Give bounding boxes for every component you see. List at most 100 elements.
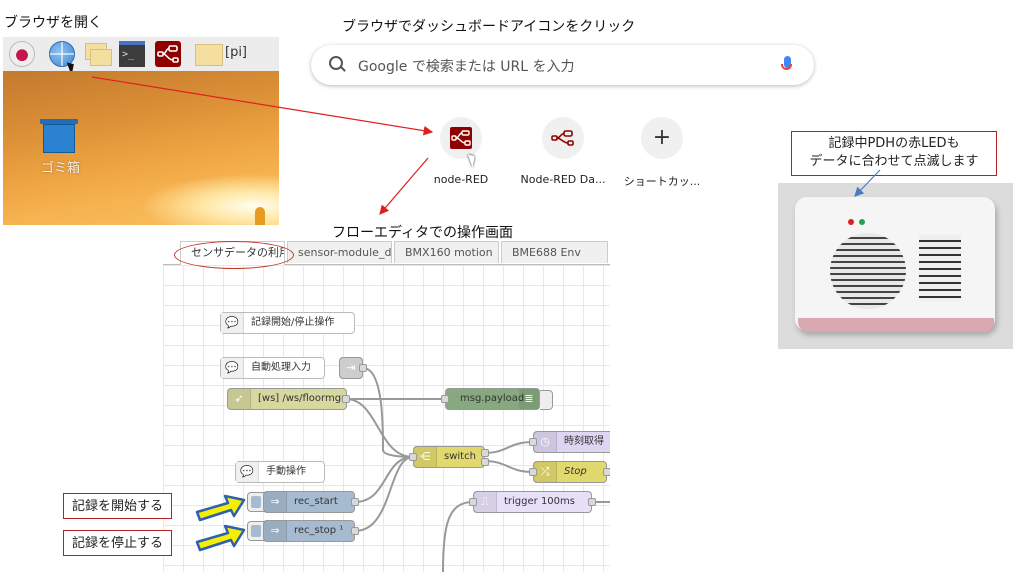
led-callout-line2: データに合わせて点滅します: [809, 154, 979, 169]
wire: [354, 456, 414, 503]
output-port[interactable]: [603, 468, 610, 476]
switch-node[interactable]: ⋲ switch: [413, 446, 485, 468]
wire: [483, 441, 534, 454]
annotation-start-recording: 記録を開始する: [63, 493, 173, 519]
device-base: [798, 318, 994, 332]
file-manager-icon[interactable]: [85, 41, 112, 67]
search-icon: [329, 56, 343, 70]
home-folder-icon[interactable]: [195, 44, 223, 66]
comment-icon: 💬: [236, 462, 259, 482]
caption-flow-editor: フローエディタでの操作画面: [332, 225, 514, 241]
comment-icon: 💬: [221, 358, 244, 378]
green-led: [859, 219, 865, 225]
switch-icon: ⋲: [414, 447, 437, 467]
annotation-stop-recording: 記録を停止する: [63, 530, 173, 556]
device-photo: [778, 183, 1013, 349]
inject-node-rec-start[interactable]: ⇒ rec_start: [263, 491, 355, 513]
add-shortcut-circle[interactable]: +: [641, 117, 683, 159]
flow-workspace[interactable]: 💬 記録開始/停止操作 💬 自動処理入力 ⇥ ➶ [ws] /ws/floorm…: [163, 265, 610, 572]
caption-click-dashboard: ブラウザでダッシュボードアイコンをクリック: [342, 19, 636, 35]
output-port[interactable]: [588, 498, 596, 506]
shortcut-label[interactable]: ショートカッ...: [623, 175, 701, 188]
arrow-right-icon: ⇒: [264, 521, 287, 541]
pulse-icon: ⎍: [474, 492, 497, 512]
output-port[interactable]: [351, 498, 359, 506]
change-node-stop[interactable]: ⤮ Stop: [533, 461, 607, 483]
node-label: Stop: [564, 466, 587, 477]
terminal-icon[interactable]: >_: [119, 41, 145, 67]
desktop-wallpaper: ゴミ箱: [3, 71, 279, 225]
input-port[interactable]: [529, 468, 537, 476]
input-port[interactable]: [469, 498, 477, 506]
inject-start-button[interactable]: [247, 492, 265, 512]
microphone-icon[interactable]: [781, 56, 792, 70]
node-label: 記録開始/停止操作: [251, 317, 335, 328]
comment-node-auto[interactable]: 💬 自動処理入力: [220, 357, 325, 379]
taskbar: >_ [pi]: [3, 37, 279, 76]
tab-sensor-module-data[interactable]: sensor-module_data: [287, 241, 392, 263]
node-label: [ws] /ws/floormgr: [258, 393, 346, 404]
debug-toggle-button[interactable]: [540, 390, 553, 410]
tab-bmx160-motion[interactable]: BMX160 motion: [394, 241, 499, 263]
shortcut-label[interactable]: Node-RED Da...: [520, 173, 606, 186]
comment-node-manual[interactable]: 💬 手動操作: [235, 461, 325, 483]
node-label: switch: [444, 451, 476, 462]
websocket-icon: ➶: [228, 389, 251, 409]
terminal-glyph: >_: [122, 49, 135, 60]
raspberry-pi-menu-icon[interactable]: [9, 41, 35, 67]
time-node[interactable]: ◷ 時刻取得: [533, 431, 610, 453]
inject-node-rec-stop[interactable]: ⇒ rec_stop ¹: [263, 520, 355, 542]
device-case: [795, 197, 995, 331]
tab-highlight-ellipse: [174, 241, 294, 269]
tab-bme688-env[interactable]: BME688 Env: [501, 241, 608, 263]
desktop-screenshot: >_ [pi] ゴミ箱: [3, 37, 279, 225]
search-placeholder[interactable]: Google で検索または URL を入力: [358, 59, 575, 75]
node-red-shortcut-circle[interactable]: [440, 117, 482, 168]
input-port[interactable]: [441, 395, 449, 403]
output-port-2[interactable]: [481, 458, 489, 466]
wire: [483, 460, 534, 473]
node-red-dashboard-icon: [551, 130, 574, 146]
input-port[interactable]: [409, 453, 417, 461]
debug-node[interactable]: msg.payload ≣: [445, 388, 540, 410]
shortcut-node-red[interactable]: node-RED: [411, 117, 511, 186]
web-browser-icon[interactable]: [49, 41, 75, 67]
plus-icon: +: [652, 125, 672, 150]
debug-list-icon: ≣: [519, 389, 539, 409]
node-red-dashboard-shortcut-circle[interactable]: [542, 117, 584, 159]
shortcut-label[interactable]: node-RED: [433, 173, 489, 186]
node-label: msg.payload: [460, 393, 525, 404]
output-port-1[interactable]: [481, 449, 489, 457]
output-port[interactable]: [351, 527, 359, 535]
node-red-icon[interactable]: [155, 41, 181, 67]
trigger-node[interactable]: ⎍ trigger 100ms: [473, 491, 592, 513]
link-icon: ⇥: [340, 358, 362, 378]
wire: [354, 456, 414, 532]
flow-editor: センサデータの利用 sensor-module_data BMX160 moti…: [163, 240, 610, 572]
input-port[interactable]: [529, 438, 537, 446]
shortcut-add[interactable]: + ショートカッ...: [612, 117, 712, 189]
trash-label[interactable]: ゴミ箱: [41, 161, 81, 176]
node-label: 手動操作: [266, 466, 306, 477]
clock-icon: ◷: [534, 432, 557, 452]
home-folder-label[interactable]: [pi]: [225, 45, 248, 60]
trash-icon[interactable]: [40, 119, 78, 153]
wire: [442, 501, 474, 572]
vent-grille: [919, 235, 961, 301]
node-label: rec_stop ¹: [294, 525, 344, 536]
red-led: [848, 219, 854, 225]
arrow-right-icon: ⇒: [264, 492, 287, 512]
output-port[interactable]: [359, 364, 367, 372]
comment-node-record[interactable]: 💬 記録開始/停止操作: [220, 312, 355, 334]
node-label: 時刻取得: [564, 436, 604, 447]
wire: [345, 398, 414, 458]
link-in-node[interactable]: ⇥: [339, 357, 363, 379]
node-red-icon: [450, 127, 472, 149]
led-callout: 記録中PDHの赤LEDも データに合わせて点滅します: [791, 131, 997, 176]
lighthouse-silhouette: [255, 207, 265, 225]
comment-icon: 💬: [221, 313, 244, 333]
output-port[interactable]: [342, 395, 350, 403]
shortcut-node-red-dashboard[interactable]: Node-RED Da...: [513, 117, 613, 186]
websocket-in-node[interactable]: ➶ [ws] /ws/floormgr: [227, 388, 347, 410]
browser-search-box[interactable]: Google で検索または URL を入力: [311, 45, 814, 85]
